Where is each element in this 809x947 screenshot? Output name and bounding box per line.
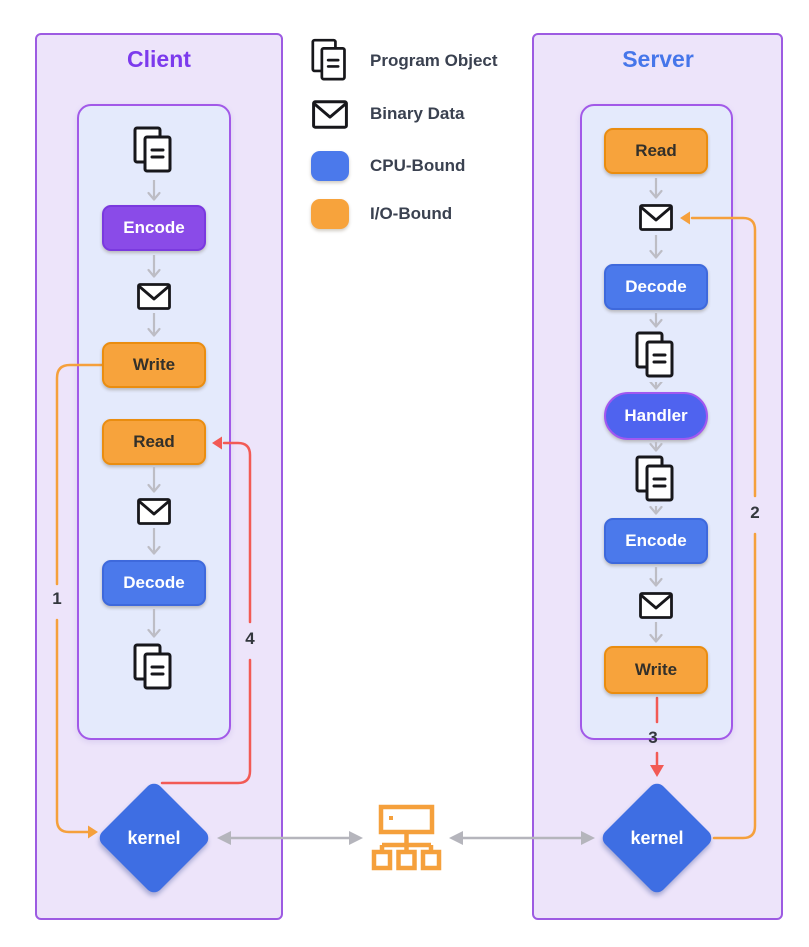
program-object-icon <box>133 643 172 690</box>
program-object-icon <box>133 126 175 176</box>
program-object-icon <box>133 126 172 173</box>
legend-label: I/O-Bound <box>370 204 453 223</box>
flow-arrow-icon <box>647 382 665 391</box>
flow-arrow-icon <box>647 235 665 260</box>
flow-arrow-icon <box>649 235 663 259</box>
flow-arrow-icon <box>649 622 663 643</box>
binary-data-icon <box>639 592 673 619</box>
flow-arrow-icon <box>145 609 163 639</box>
program-object-icon <box>308 38 352 84</box>
binary-data-icon <box>639 204 673 231</box>
binary-data-icon <box>137 498 171 525</box>
legend-row-cpu-bound: CPU-Bound <box>308 150 465 182</box>
flow-arrow-icon <box>647 622 665 644</box>
flow-arrow-icon <box>647 442 665 453</box>
flow-arrow-icon <box>649 442 663 452</box>
binary-data-icon <box>137 498 171 525</box>
flow-arrow-icon <box>145 467 163 494</box>
flow-arrow-icon <box>147 528 161 555</box>
client-kernel: kernel <box>96 780 212 896</box>
read-step: Read <box>604 128 708 174</box>
flow-arrow-icon <box>147 180 161 201</box>
legend-label: CPU-Bound <box>370 156 466 175</box>
flow-arrow-icon <box>147 255 161 278</box>
io-bound-swatch <box>308 199 352 229</box>
program-object-icon <box>635 331 677 381</box>
binary-data-icon <box>137 283 171 310</box>
flow-arrow-icon <box>649 506 663 515</box>
flow-arrow-icon <box>147 467 161 493</box>
write-step: Write <box>604 646 708 694</box>
arrowhead-right-icon <box>349 831 363 845</box>
flow-arrow-icon <box>649 382 663 390</box>
encode-step: Encode <box>102 205 206 251</box>
cpu-bound-swatch <box>308 151 352 181</box>
flow-arrow-icon <box>145 255 163 279</box>
flow-arrow-icon <box>649 567 663 587</box>
flow-arrow-icon <box>145 528 163 556</box>
program-object-icon <box>635 455 677 505</box>
flow-arrow-icon <box>649 313 663 328</box>
flow-arrow-icon <box>145 313 163 338</box>
binary-data-icon <box>639 204 673 231</box>
flow-arrow-icon <box>649 178 663 199</box>
write-step: Write <box>102 342 206 388</box>
handler-step: Handler <box>604 392 708 440</box>
program-object-icon <box>133 643 175 693</box>
legend-label: Binary Data <box>370 104 465 123</box>
flow-arrow-icon <box>145 180 163 202</box>
flow-arrow-icon <box>647 313 665 329</box>
client-kernel-label: kernel <box>127 827 181 848</box>
encode-step: Encode <box>604 518 708 564</box>
legend-row-binary-data: Binary Data <box>308 98 464 130</box>
binary-data-icon <box>308 99 352 129</box>
server-panel-title: Server <box>622 46 694 72</box>
flow-arrow-icon <box>147 313 161 337</box>
binary-data-icon <box>639 592 673 619</box>
arrowhead-left-icon <box>449 831 463 845</box>
flow-arrow-icon <box>147 609 161 638</box>
flow-arrow-icon <box>647 567 665 588</box>
decode-step: Decode <box>604 264 708 310</box>
flow-arrow-icon <box>647 178 665 200</box>
program-object-icon <box>635 331 674 378</box>
legend-row-io-bound: I/O-Bound <box>308 198 452 230</box>
legend-label: Program Object <box>370 51 498 70</box>
read-step: Read <box>102 419 206 465</box>
decode-step: Decode <box>102 560 206 606</box>
flow-arrow-icon <box>647 506 665 516</box>
client-panel-title: Client <box>127 46 191 72</box>
binary-data-icon <box>137 283 171 310</box>
program-object-icon <box>635 455 674 502</box>
legend-row-program-object: Program Object <box>308 38 498 84</box>
server-kernel: kernel <box>599 780 715 896</box>
network-icon <box>371 804 442 871</box>
server-kernel-label: kernel <box>630 827 684 848</box>
